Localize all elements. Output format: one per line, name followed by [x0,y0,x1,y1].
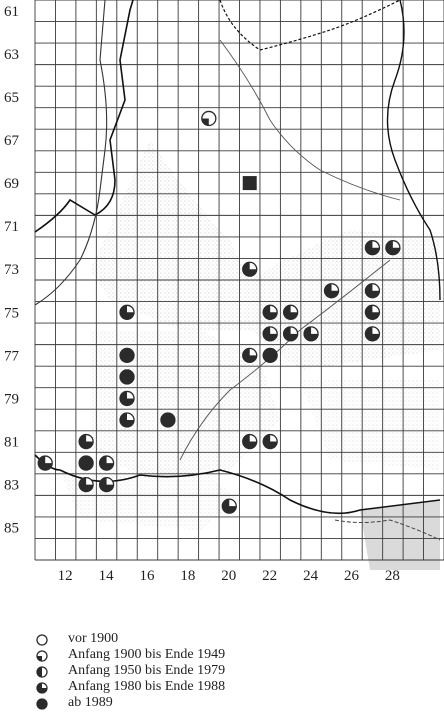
col-label: 26 [344,568,360,584]
row-label: 81 [4,435,19,451]
record-symbol [160,412,176,428]
record-symbol [242,261,258,277]
record-symbol [119,390,135,407]
lake-boundary [334,519,441,541]
col-label: 22 [262,568,277,584]
record-symbol [98,476,115,493]
map-features [34,0,441,541]
record-symbol [262,433,278,450]
record-symbol [282,304,299,320]
record-symbol [37,455,53,471]
record-symbol [78,433,94,450]
row-label: 85 [4,521,19,537]
record-symbol [98,455,115,471]
record-symbol [303,326,319,342]
record-symbol [78,476,94,493]
record-symbol [364,283,381,299]
record-symbol [262,347,278,364]
record-symbol [242,347,258,364]
rhine-river [34,0,108,306]
col-label: 12 [58,568,73,584]
record-symbol [364,304,381,320]
record-symbol [364,240,381,256]
row-label: 71 [4,219,19,235]
record-symbol [78,455,94,471]
record-symbol [262,304,278,320]
row-label: 67 [4,133,20,149]
record-symbol [201,110,217,127]
grid [34,0,444,561]
axis-labels: 61 63 65 67 69 71 73 75 77 79 81 83 85 12 14 16 18 20 22 24… [4,4,400,584]
record-symbol [119,304,135,320]
state-border-east [386,0,441,301]
record-square-symbol [242,176,257,191]
records [37,110,401,514]
row-label: 73 [4,262,19,278]
record-symbol [119,369,135,385]
record-symbol [221,498,237,514]
row-label: 79 [4,391,19,407]
record-symbol [323,283,340,299]
col-label: 28 [385,568,400,584]
state-border-south [34,454,441,515]
row-label: 83 [4,478,19,494]
row-label: 69 [4,176,19,192]
record-symbol [119,412,135,428]
col-label: 16 [139,568,155,584]
record-symbol [242,176,257,191]
river-main [219,39,401,201]
record-symbol [242,433,258,450]
row-label: 75 [4,305,19,321]
col-label: 18 [180,568,195,584]
record-symbol [364,326,381,342]
row-label: 61 [4,4,19,20]
col-label: 20 [221,568,236,584]
record-symbol [385,240,401,256]
state-border-north [219,0,401,51]
col-label: 24 [303,568,319,584]
col-label: 14 [99,568,115,584]
record-symbol [262,326,278,342]
record-symbol [282,326,299,342]
state-border [34,0,134,233]
record-symbol [119,347,135,364]
row-label: 77 [4,348,20,364]
row-label: 65 [4,90,19,106]
row-label: 63 [4,47,19,63]
